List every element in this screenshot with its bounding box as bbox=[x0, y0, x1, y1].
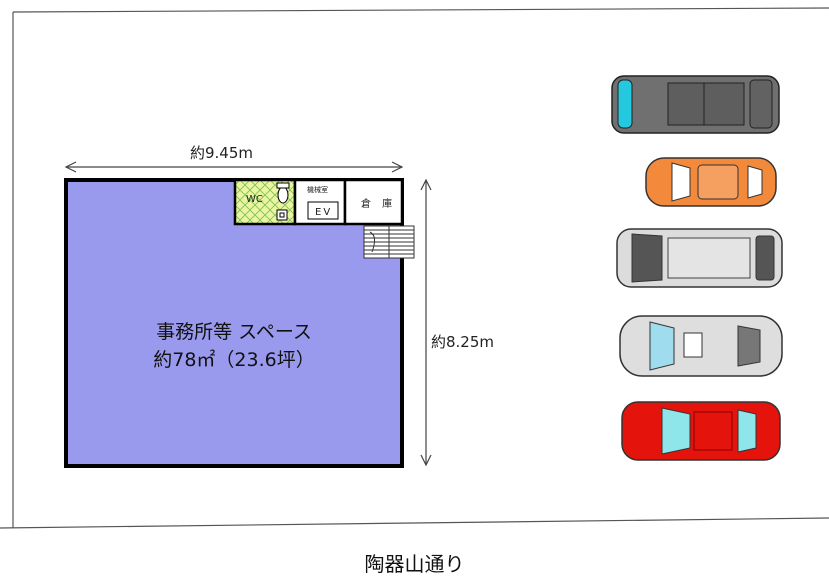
width-dimension-arrow bbox=[64, 161, 404, 173]
office-space-room bbox=[64, 178, 404, 468]
elevator-shaft bbox=[307, 201, 339, 220]
road-edge-line bbox=[0, 517, 829, 529]
parked-van-car bbox=[611, 75, 780, 134]
width-dimension-label: 約9.45m bbox=[190, 144, 254, 162]
height-dimension-label: 約8.25m bbox=[431, 333, 495, 351]
parked-minivan-car bbox=[616, 228, 783, 288]
toilet-icon bbox=[276, 182, 290, 204]
room-area-label: 約78㎡（23.6坪） bbox=[153, 349, 315, 371]
wc-label: WC bbox=[246, 194, 263, 205]
room-name-label: 事務所等 スペース bbox=[156, 321, 312, 343]
parked-compact-car bbox=[645, 157, 777, 207]
storage-label: 倉 庫 bbox=[361, 199, 397, 210]
sink-icon bbox=[276, 209, 288, 221]
stairs-icon bbox=[363, 225, 415, 259]
street-name-label: 陶器山通り bbox=[364, 552, 465, 576]
parked-sports-car bbox=[621, 401, 781, 461]
elevator-label: EV bbox=[315, 207, 333, 218]
height-dimension-arrow bbox=[420, 178, 432, 467]
room-label-block: 事務所等 スペース 約78㎡（23.6坪） bbox=[66, 318, 402, 374]
storage-room bbox=[343, 178, 404, 226]
machine-room-label: 機械室 bbox=[307, 186, 328, 194]
site-boundary-top bbox=[12, 7, 829, 13]
parked-sedan-car bbox=[619, 315, 783, 377]
